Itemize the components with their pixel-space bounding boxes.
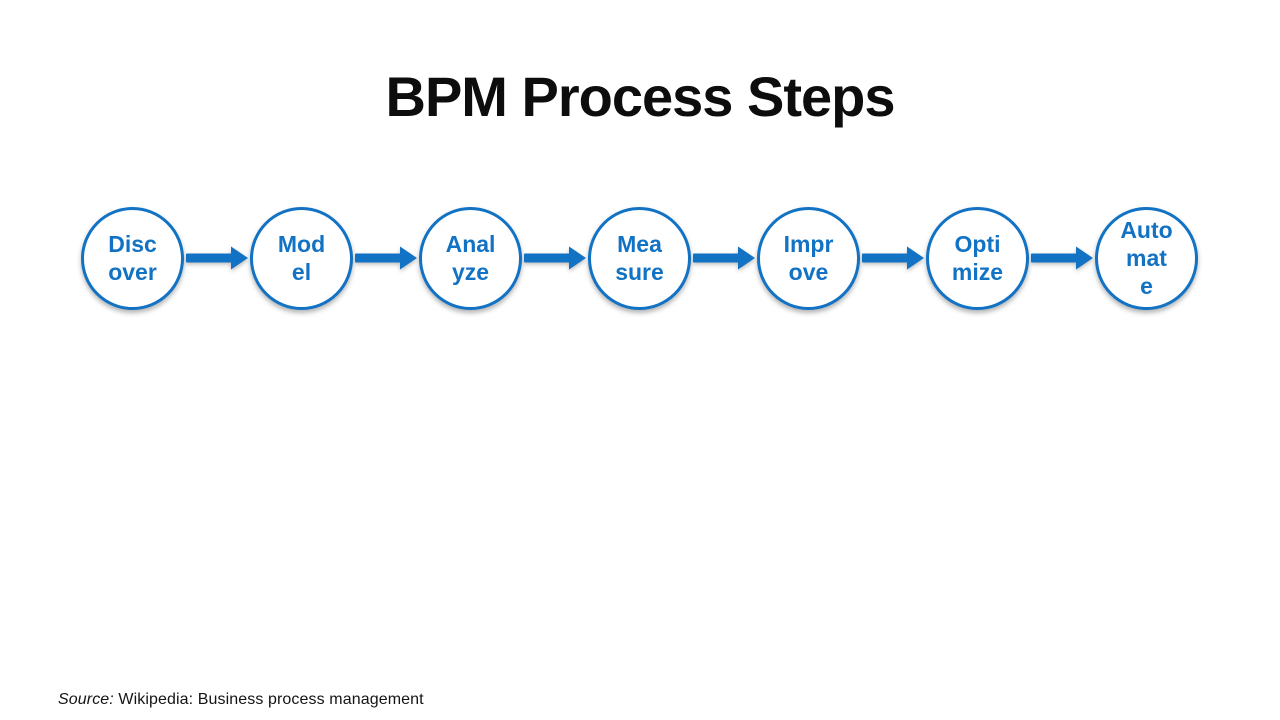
page-title: BPM Process Steps xyxy=(385,65,896,128)
source-label: Source: xyxy=(58,691,114,708)
step-label-line: ove xyxy=(788,259,829,285)
source-text: Wikipedia: Business process management xyxy=(113,691,424,708)
arrow-right-icon xyxy=(184,245,250,271)
source-attribution: Source: Wikipedia: Business process mana… xyxy=(58,691,424,709)
step-label-line: Disc xyxy=(108,231,157,257)
arrow-right-icon xyxy=(1029,245,1095,271)
step-label-line: Auto xyxy=(1120,217,1173,243)
step-label-line: sure xyxy=(615,259,664,285)
arrow-right-icon xyxy=(860,245,926,271)
step-label-line: mat xyxy=(1126,245,1167,271)
step-label-line: el xyxy=(291,259,312,285)
step-label-line: over xyxy=(108,259,157,285)
arrow-right-icon xyxy=(353,245,419,271)
arrow-right-icon xyxy=(691,245,757,271)
step-label-line: Opti xyxy=(954,231,1001,257)
step-label-line: Impr xyxy=(783,231,834,257)
arrow-right-icon xyxy=(522,245,588,271)
step-label-line: mize xyxy=(951,259,1004,285)
step-label-line: Anal xyxy=(445,231,496,257)
step-label-line: Mod xyxy=(277,231,326,257)
step-label-line: yze xyxy=(451,259,490,285)
step-label-line: e xyxy=(1140,273,1153,299)
step-label-line: Mea xyxy=(617,231,662,257)
